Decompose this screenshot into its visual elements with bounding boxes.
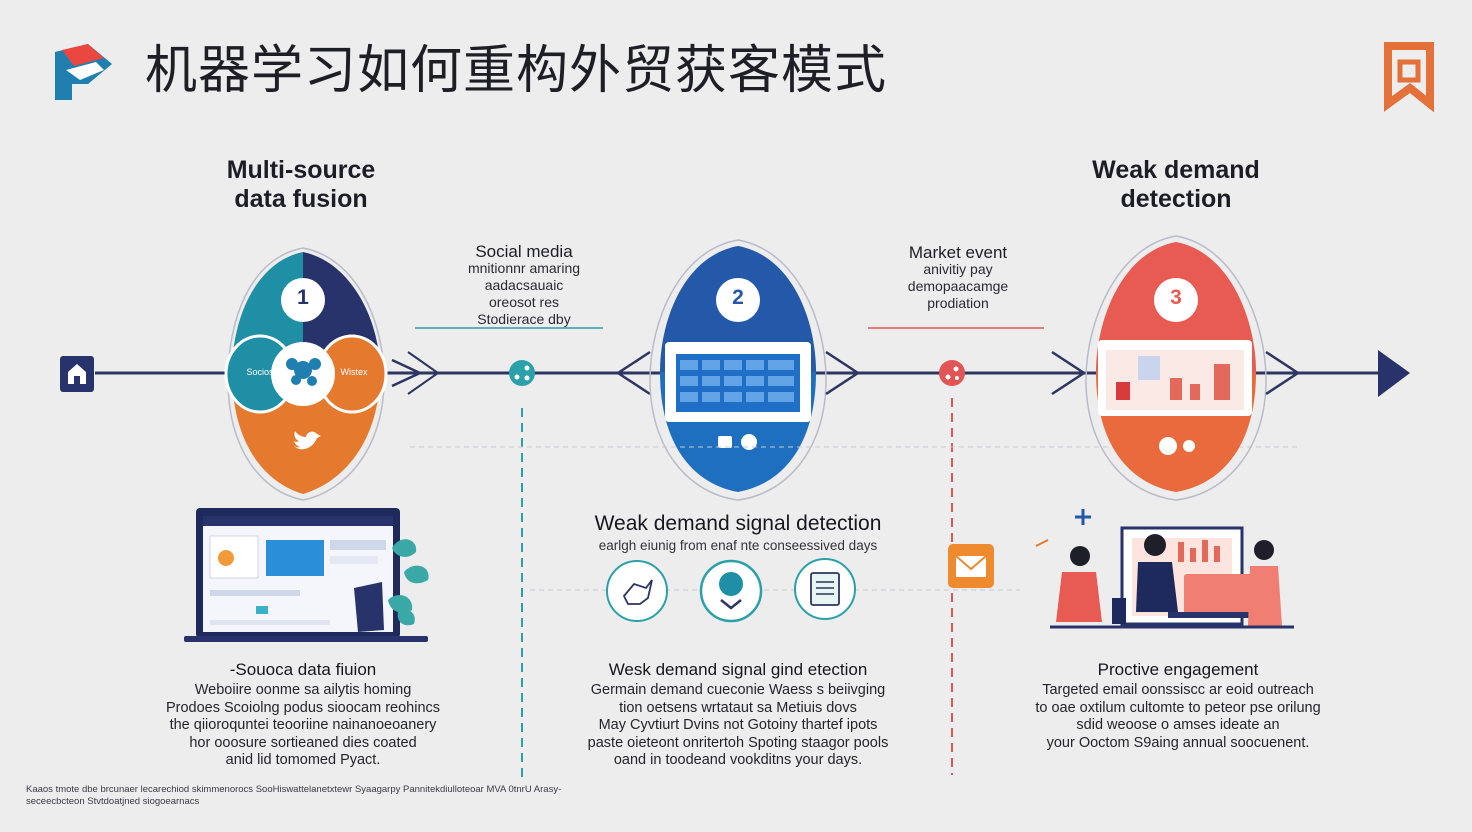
note-line: prodiation — [927, 295, 989, 311]
note-line: anivitiy pay — [923, 261, 993, 277]
column-weak-demand: Wesk demand signal gind etection Germain… — [548, 660, 928, 770]
brand-mark-icon — [1384, 42, 1434, 113]
stage-2-graphic — [602, 239, 861, 501]
document-icon[interactable] — [794, 558, 856, 620]
stage-1-left-label: Socios — [246, 367, 274, 377]
arrow-head-icon — [1378, 350, 1410, 397]
column-line: tion oetsens wrtataut sa Metiuis dovs — [619, 699, 857, 716]
stage-1-title: Multi-source data fusion — [200, 156, 402, 214]
footnote-line: seceecbcteon Stvtdoatjned siogoearnacs — [26, 796, 200, 807]
column-line: paste oieteont onritertoh Spoting staago… — [587, 734, 889, 751]
column-title: Wesk demand signal gind etection — [608, 660, 868, 679]
stage-number-1: 1 — [297, 286, 309, 309]
location-pin-icon[interactable] — [699, 559, 763, 623]
stage-1-right-label: Wistex — [340, 367, 368, 377]
column-line: May Cyvtiurt Dvins not Gotoiny thartef i… — [598, 717, 878, 733]
note-heading: Social media — [475, 242, 573, 261]
broadcast-node-icon[interactable] — [939, 360, 965, 386]
column-line: Targeted email oonssiscc ar eoid outreac… — [1042, 682, 1314, 698]
laptop-illustration — [184, 508, 429, 642]
column-title: -Souoca data fiuion — [229, 660, 377, 679]
page-title: 机器学习如何重构外贸获客模式 — [145, 42, 888, 100]
footnote-line: Kaaos tmote dbe brcunaer lecarechiod ski… — [26, 784, 562, 795]
mail-icon[interactable] — [948, 544, 994, 588]
home-icon[interactable] — [60, 356, 94, 392]
network-icon — [286, 358, 321, 386]
column-line: oand in toodeand vookditns your days. — [613, 752, 863, 768]
column-line: Germain demand cueconie Waess s beiivgin… — [590, 682, 886, 698]
column-line: the qiioroquntei teooriine nainanoeoaner… — [169, 717, 437, 733]
note-heading: Market event — [908, 243, 1008, 262]
stage-1-graphic — [224, 247, 440, 501]
middle-section-title: Weak demand signal detection — [594, 512, 882, 535]
stage-number-2: 2 — [732, 286, 744, 309]
stage-3-title: Weak demand detection — [1076, 156, 1276, 214]
stage-3-title-line: detection — [1120, 185, 1232, 213]
column-title: Proctive engagement — [1097, 660, 1259, 679]
column-line: Weboiire oonme sa ailytis homing — [194, 682, 412, 698]
stage-3-graphic — [1051, 235, 1301, 501]
note-line: demopaacamge — [907, 278, 1009, 294]
column-line: Prodoes Scoiolng podus sioocam reohincs — [165, 699, 441, 716]
stage-number-3: 3 — [1170, 286, 1182, 309]
note-line: aadacsauaic — [484, 277, 564, 293]
share-node-icon[interactable] — [509, 360, 535, 386]
middle-section-subtitle: earlgh eiunig from enaf nte conseessived… — [598, 538, 878, 553]
note-line: mnitionnr amaring — [467, 260, 581, 276]
column-line: anid lid tomomed Pyact. — [225, 752, 381, 768]
social-media-note: Social media mnitionnr amaring aadacsaua… — [430, 243, 618, 328]
note-line: Stodierace dby — [477, 311, 571, 327]
column-line: hor ooosure sortieaned dies coated — [189, 734, 417, 751]
logo-icon — [55, 44, 112, 100]
column-source-fusion: -Souoca data fiuion Weboiire oonme sa ai… — [150, 660, 456, 770]
column-line: your Ooctom S9aing annual soocuenent. — [1046, 734, 1310, 751]
team-illustration — [1035, 526, 1294, 629]
stage-3-title-line: Weak demand — [1092, 156, 1260, 184]
stage-1-title-line: data fusion — [234, 185, 368, 213]
column-line: to oae oxtilum cultomte to peteor pse or… — [1035, 699, 1321, 716]
note-line: oreosot res — [488, 294, 560, 310]
column-proactive-engagement: Proctive engagement Targeted email oonss… — [1010, 660, 1346, 752]
stage-1-title-line: Multi-source — [226, 156, 376, 184]
footnote: Kaaos tmote dbe brcunaer lecarechiod ski… — [26, 784, 626, 808]
plus-icon — [1075, 509, 1091, 525]
twitter-bird-icon — [294, 431, 321, 450]
market-event-note: Market event anivitiy pay demopaacamge p… — [876, 244, 1040, 312]
bird-sketch-icon[interactable] — [606, 560, 668, 622]
column-line: sdid weoose o amses ideate an — [1076, 717, 1280, 733]
